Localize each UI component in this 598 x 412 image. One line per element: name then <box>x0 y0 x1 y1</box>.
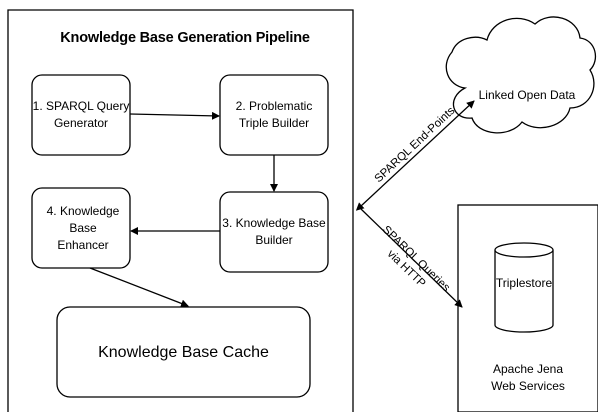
node-apache-jena: Apache Jena Web Services <box>491 362 565 393</box>
pipeline-title: Knowledge Base Generation Pipeline <box>60 30 310 46</box>
node-knowledge-base-builder: 3. Knowledge Base Builder <box>222 216 326 247</box>
node-linked-open-data: Linked Open Data <box>478 87 576 102</box>
pipeline-container <box>7 9 354 412</box>
node-sparql-query-generator: 1. SPARQL Query Generator <box>32 99 130 130</box>
triplestore-cylinder <box>494 242 554 333</box>
node-box-knowledge-base-builder <box>219 191 329 273</box>
edge-sparql-queries-http <box>360 208 463 308</box>
linked-open-data-cloud <box>445 16 597 134</box>
edge-1-to-2 <box>129 111 220 120</box>
node-knowledge-base-cache: Knowledge Base Cache <box>98 343 269 361</box>
node-problematic-triple-builder: 2. Problematic Triple Builder <box>235 99 313 130</box>
node-knowledge-base-enhancer: 4. Knowledge Base Enhancer <box>46 203 120 252</box>
node-box-sparql-query-generator <box>31 74 131 156</box>
node-triplestore: Triplestore <box>495 275 553 290</box>
edge-4-to-cache <box>89 267 189 308</box>
edge-sparql-endpoints <box>355 100 475 211</box>
